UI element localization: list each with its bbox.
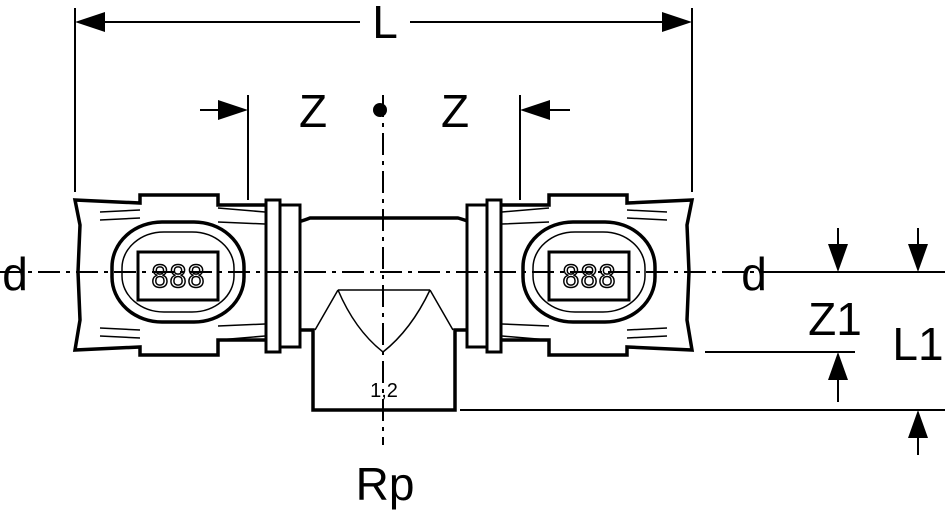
dimension-z <box>200 95 570 200</box>
dimension-z1-l1 <box>460 228 945 455</box>
label-l: L <box>372 0 398 48</box>
indicator-left: 888 <box>151 260 205 295</box>
label-d-left: d <box>2 248 28 300</box>
dimension-l <box>74 8 693 192</box>
center-point <box>373 103 387 117</box>
indicator-right: 888 <box>562 260 616 295</box>
label-d-right: d <box>741 248 767 300</box>
label-z-left: Z <box>299 85 327 137</box>
label-l1: L1 <box>892 318 943 370</box>
branch-marking: 1,2 <box>370 380 398 402</box>
label-z-right: Z <box>441 85 469 137</box>
label-z1: Z1 <box>808 293 862 345</box>
label-rp: Rp <box>356 458 415 510</box>
